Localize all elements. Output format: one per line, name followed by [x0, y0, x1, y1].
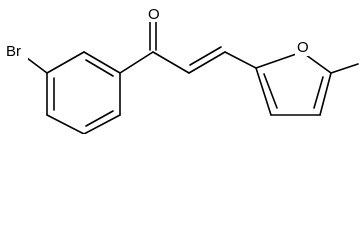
ring-double-bond [313, 76, 324, 109]
furan-oxygen-backing [295, 38, 309, 56]
ring-bond [255, 51, 303, 69]
furan-ring [255, 51, 332, 116]
furan-oxygen-label: O [297, 39, 309, 56]
carbonyl-oxygen-label: O [148, 6, 160, 23]
chemical-structure: Br O O [4, 4, 359, 134]
bromine-label-backing [4, 42, 28, 60]
carbon-bromine-bond [26, 57, 48, 74]
vinyl-furan-bond [224, 51, 257, 69]
methyl-bond [330, 63, 359, 74]
ring-bond [46, 114, 85, 134]
ring-bond [255, 67, 272, 116]
ring-double-bond [263, 73, 278, 109]
ring-double-bond [85, 110, 114, 127]
ring-double-bond [85, 59, 114, 77]
bromine-label: Br [6, 43, 21, 60]
aryl-carbonyl-bond [119, 51, 154, 74]
alkene-double-bond [189, 46, 222, 66]
ring-bond [46, 51, 85, 74]
ring-bond [319, 72, 332, 116]
benzene-ring [46, 51, 121, 134]
alkene-bond [188, 51, 226, 74]
carbonyl-alpha-bond [152, 51, 190, 74]
ring-bond [83, 51, 121, 74]
carbonyl-oxygen-backing [146, 4, 160, 22]
ring-bond [83, 114, 121, 134]
